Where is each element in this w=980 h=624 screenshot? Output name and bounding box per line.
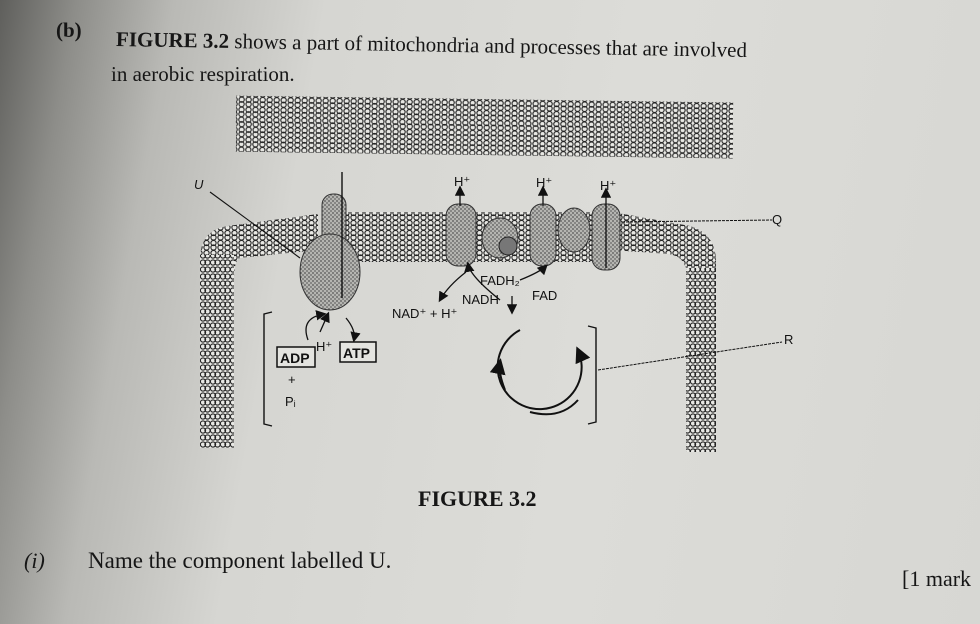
label-h-plus-3: H⁺: [600, 178, 616, 193]
outer-membrane: [235, 95, 734, 159]
question-part-label: (b): [56, 18, 82, 42]
label-q: Q: [772, 212, 782, 227]
label-r: R: [784, 332, 793, 347]
label-u: U: [194, 177, 204, 192]
label-nad-plus: NAD⁺ + H⁺: [392, 306, 457, 321]
atp-box: [339, 341, 377, 363]
krebs-cycle: [489, 329, 591, 416]
label-h-plus-atp: H⁺: [316, 339, 332, 354]
figure-caption: FIGURE 3.2: [418, 486, 537, 511]
label-lines: [209, 191, 783, 371]
adp-box: [276, 346, 316, 368]
label-fad: FAD: [532, 288, 557, 303]
marks-allocation: [1 mark: [902, 566, 971, 592]
atp-synthase: [299, 172, 361, 311]
label-h-plus-1: H⁺: [454, 174, 470, 189]
label-fadh2: FADH₂: [480, 273, 520, 288]
subquestion-text: Name the component labelled U.: [88, 548, 392, 573]
inner-membrane: [200, 212, 716, 452]
matrix-brackets: [263, 311, 597, 427]
electron-transport-chain: [445, 203, 621, 271]
label-atp: ATP: [343, 345, 370, 361]
label-pi: Pᵢ: [285, 394, 296, 409]
label-plus: +: [288, 372, 296, 387]
label-nadh: NADH: [462, 292, 499, 307]
label-adp: ADP: [280, 350, 310, 366]
electron-carrier-arrows: [438, 261, 548, 315]
label-h-plus-2: H⁺: [536, 175, 552, 190]
subquestion-number: (i): [24, 548, 45, 573]
proton-arrows: [305, 185, 612, 343]
question-text-line2: in aerobic respiration.: [111, 62, 295, 86]
marks-text: [1 mark: [902, 566, 972, 591]
